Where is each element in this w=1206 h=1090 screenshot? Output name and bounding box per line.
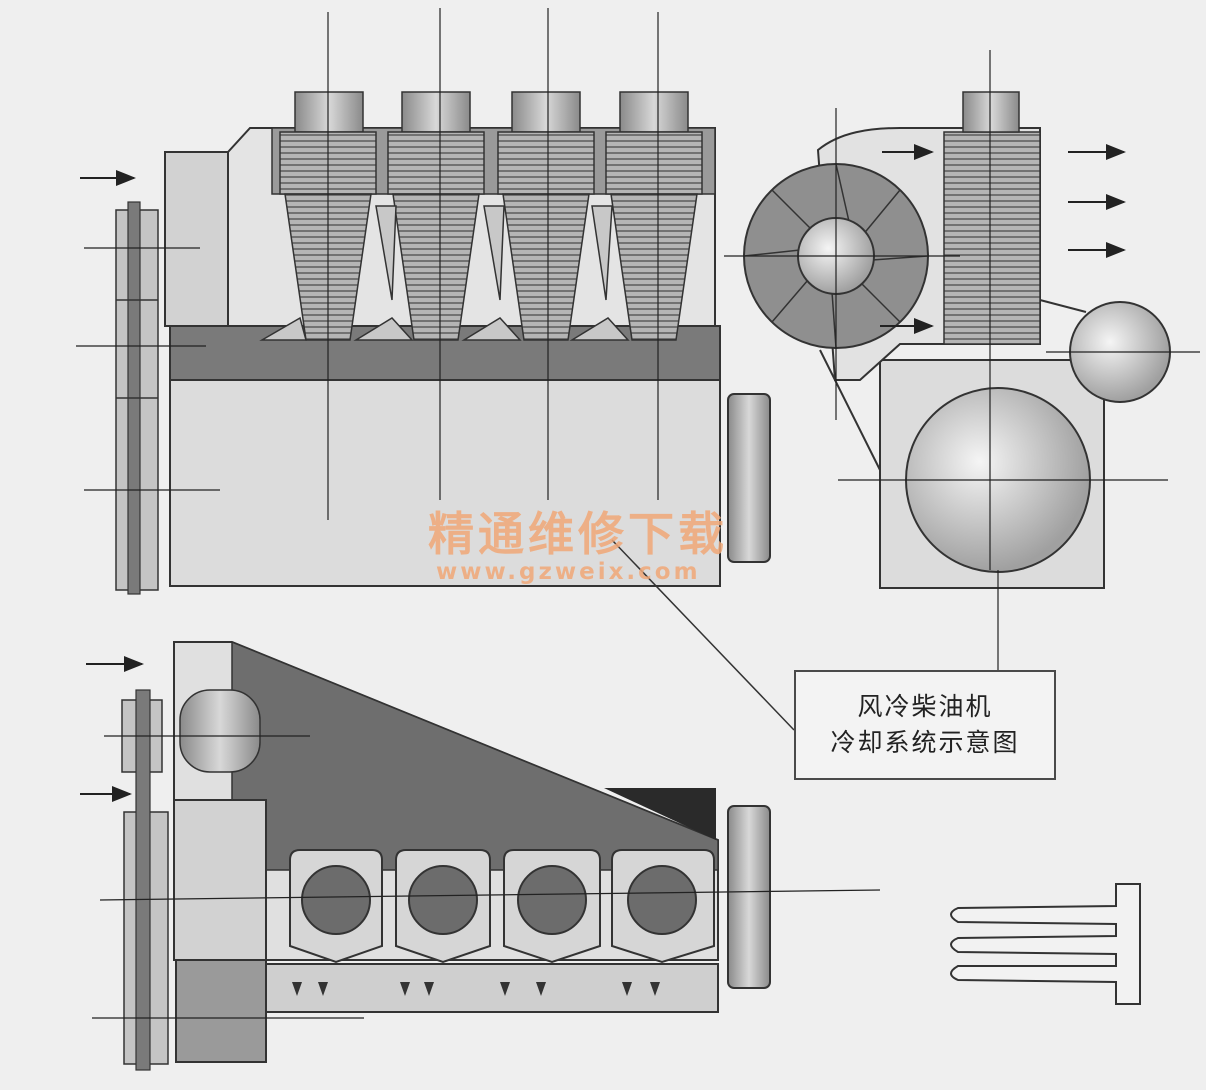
- watermark-title: 精通维修下载: [428, 507, 728, 561]
- cylinder-2: [387, 91, 485, 341]
- end-cylinder-head: [962, 91, 1020, 133]
- plan-base-block: [175, 959, 267, 1063]
- flywheel: [727, 393, 771, 563]
- end-airflow-arrows: [880, 144, 1126, 334]
- plan-fan-housing: [173, 799, 267, 961]
- cylinder-3: [497, 91, 595, 341]
- center-lines-end: [724, 50, 1200, 670]
- air-deflectors: [259, 205, 630, 341]
- fan-hub: [179, 689, 261, 773]
- sump-arrows: [292, 982, 660, 996]
- center-lines-plan: [92, 735, 881, 1019]
- crankcase: [169, 379, 721, 587]
- cooling-fin-detail: [950, 883, 1141, 1005]
- cylinder-4: [605, 91, 703, 341]
- plan-pulleys: [121, 689, 169, 1071]
- plan-flywheel: [727, 805, 771, 989]
- air-duct: [231, 640, 719, 871]
- fan-housing: [164, 151, 229, 327]
- drive-belt: [819, 299, 1105, 471]
- caption-line-2: 冷却系统示意图: [830, 728, 1020, 757]
- duct-end: [604, 788, 716, 840]
- plan-cylinders: [289, 849, 715, 964]
- fan-pulleys: [115, 201, 159, 595]
- oil-sump: [265, 963, 719, 1013]
- engine-end-view: [724, 50, 1200, 670]
- plan-airflow-arrows: [80, 656, 144, 802]
- leader-line: [611, 539, 795, 731]
- engine-side-view: [76, 8, 771, 595]
- end-cylinder-fins: [943, 131, 1041, 345]
- center-lines-side: [76, 8, 659, 520]
- watermark-url: www.gzweix.com: [436, 559, 701, 585]
- caption-box: 风冷柴油机 冷却系统示意图: [794, 670, 1056, 780]
- engine-plan-view: [80, 640, 881, 1071]
- caption-line-1: 风冷柴油机: [857, 692, 993, 721]
